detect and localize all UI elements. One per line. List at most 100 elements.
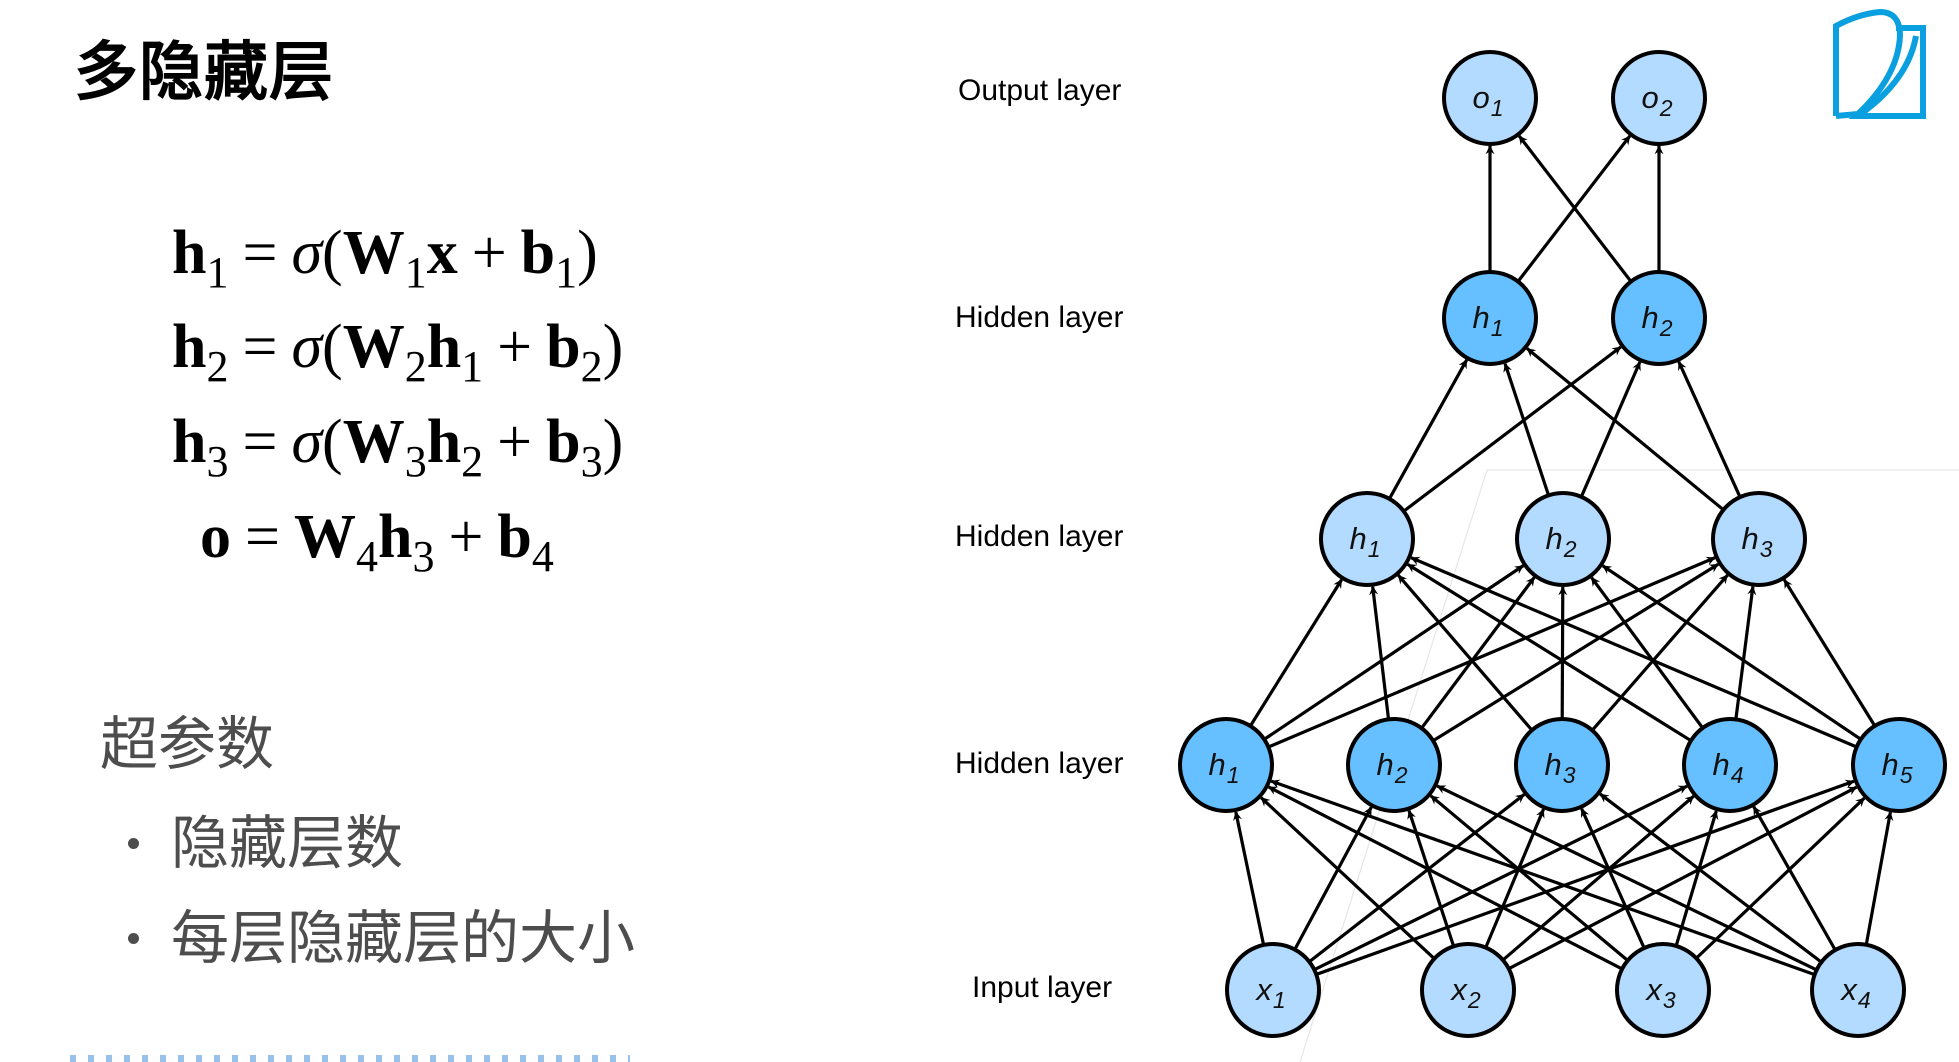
equation-input-symbol: h xyxy=(426,408,462,476)
bias-vector: b1 xyxy=(520,219,577,295)
equation-line: h3=σ(W3h2+b3) xyxy=(172,408,624,484)
connection-arrow xyxy=(1429,794,1629,962)
node-label: o1 xyxy=(1472,80,1503,121)
clipped-footer-text xyxy=(70,1055,630,1062)
layer-label-hidden-top: Hidden layer xyxy=(955,301,1124,334)
node-circle xyxy=(1682,717,1778,813)
node-circle xyxy=(1442,50,1538,146)
bias-vector-subscript: 2 xyxy=(580,342,603,391)
connection-arrow xyxy=(1580,808,1646,949)
node-h2: h2 xyxy=(1515,491,1611,587)
plus-sign: + xyxy=(497,313,533,381)
equation-line: h2=σ(W2h1+b2) xyxy=(172,313,623,389)
hyperparameter-item-label: 隐藏层数 xyxy=(171,809,404,877)
connection-arrow xyxy=(1248,578,1343,727)
bias-vector: b3 xyxy=(546,408,602,484)
node-h2: h2 xyxy=(1346,717,1442,813)
equation-lhs-subscript: 2 xyxy=(206,342,229,391)
open-paren: ( xyxy=(322,313,343,381)
connection-arrow xyxy=(1579,361,1642,498)
connection-arrow xyxy=(1599,792,1823,964)
close-paren: ) xyxy=(602,408,624,476)
equation-lhs: o xyxy=(200,503,231,571)
equation-input-subscript: 3 xyxy=(412,532,435,581)
connection-arrow xyxy=(1432,562,1720,743)
sigma-function: σ xyxy=(291,313,323,381)
bias-vector: b4 xyxy=(497,503,553,579)
node-circle xyxy=(1514,717,1610,813)
equation-lhs-symbol: h xyxy=(172,408,207,476)
connection-arrow xyxy=(1752,805,1837,951)
connection-arrow xyxy=(1406,563,1692,743)
equals-sign: = xyxy=(245,503,280,571)
edges-group xyxy=(1233,135,1894,977)
node-circle xyxy=(1225,942,1321,1038)
connection-arrow xyxy=(1517,135,1633,283)
node-h1: h1 xyxy=(1319,491,1415,587)
connection-arrow xyxy=(1410,556,1858,749)
connection-arrow xyxy=(1695,796,1866,960)
bias-vector-symbol: b xyxy=(546,313,581,381)
node-circle xyxy=(1346,717,1442,813)
equation-input: h2 xyxy=(426,408,483,484)
equation-lhs: h1 xyxy=(172,219,228,295)
bias-vector: b2 xyxy=(546,313,602,389)
bullet-dot xyxy=(128,932,139,944)
weight-matrix: W2 xyxy=(343,313,427,389)
node-circle xyxy=(1711,491,1807,587)
node-o1: o1 xyxy=(1442,50,1538,146)
equation-lhs-symbol: o xyxy=(200,503,231,571)
weight-matrix: W4 xyxy=(294,503,378,579)
weight-matrix-subscript: 3 xyxy=(404,437,427,486)
node-h5: h5 xyxy=(1851,717,1947,813)
node-label: h2 xyxy=(1641,300,1672,341)
node-x1: x1 xyxy=(1225,942,1321,1038)
weight-matrix-symbol: W xyxy=(342,408,405,476)
equals-sign: = xyxy=(242,408,278,476)
equation-input-symbol: h xyxy=(426,313,462,381)
node-label: h4 xyxy=(1712,747,1743,788)
connection-arrow xyxy=(1590,576,1704,729)
node-o2: o2 xyxy=(1611,50,1707,146)
layer-label-output: Output layer xyxy=(958,74,1122,107)
close-paren: ) xyxy=(577,219,598,287)
layer-label-hidden-middle: Hidden layer xyxy=(955,520,1124,553)
connection-arrow xyxy=(1508,785,1858,971)
node-x4: x4 xyxy=(1810,942,1906,1038)
plus-sign: + xyxy=(448,503,484,571)
hyperparameters-heading: 超参数 xyxy=(100,710,275,778)
bias-vector-symbol: b xyxy=(546,408,581,476)
equation-input: h1 xyxy=(426,313,483,389)
node-circle xyxy=(1442,270,1538,366)
equation-lhs: h3 xyxy=(172,408,228,484)
weight-matrix-subscript: 1 xyxy=(404,248,427,297)
equation-input-symbol: x xyxy=(426,219,458,287)
bias-vector-symbol: b xyxy=(520,219,556,287)
connection-arrow xyxy=(1308,793,1526,964)
node-circle xyxy=(1178,717,1274,813)
weight-matrix-subscript: 2 xyxy=(404,342,427,391)
node-label: o2 xyxy=(1641,80,1672,121)
equation-line: h1=σ(W1x+b1) xyxy=(172,219,598,295)
connection-arrow xyxy=(1369,585,1391,720)
connection-arrow xyxy=(1402,345,1622,513)
connection-arrow xyxy=(1293,806,1373,951)
node-h1: h1 xyxy=(1178,717,1274,813)
node-label: h2 xyxy=(1376,747,1407,788)
node-h3: h3 xyxy=(1711,491,1807,587)
connection-arrow xyxy=(1397,574,1534,732)
connection-arrow xyxy=(1267,785,1623,971)
node-label: x2 xyxy=(1449,972,1481,1013)
connection-arrow xyxy=(1591,574,1729,732)
connection-arrow xyxy=(1315,779,1855,976)
connection-arrow xyxy=(1601,564,1862,741)
connection-arrow xyxy=(1503,362,1551,496)
connection-arrow xyxy=(1558,586,1568,720)
node-circle xyxy=(1611,50,1707,146)
connection-arrow xyxy=(1674,810,1719,947)
connection-arrow xyxy=(1526,347,1725,512)
equation-lhs-symbol: h xyxy=(172,219,207,287)
equation-lhs: h2 xyxy=(172,313,228,389)
